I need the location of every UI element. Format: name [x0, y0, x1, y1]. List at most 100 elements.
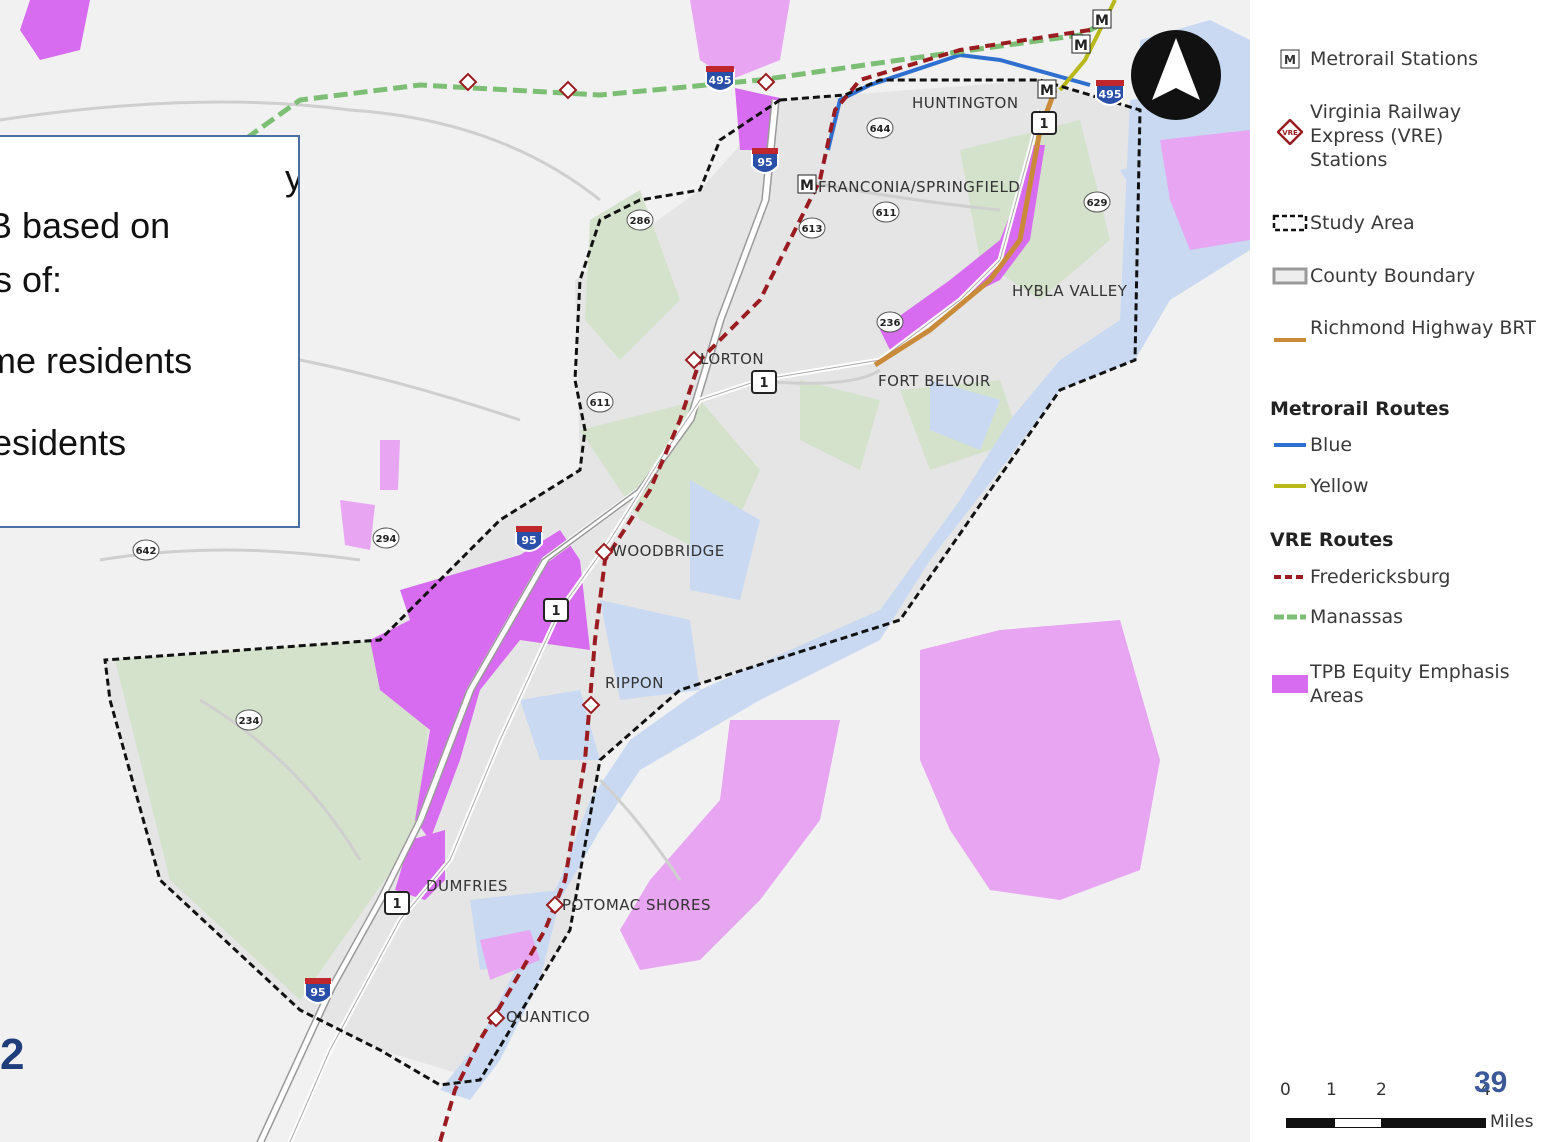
route-611-label-b: 611 [590, 398, 611, 409]
callout-line-5: esidents [0, 422, 127, 463]
metro-station-markers: M M M M [797, 9, 1112, 194]
legend-brt: Richmond Highway BRT [1270, 316, 1547, 352]
route-613-shield: 613 [798, 217, 826, 239]
corner-number: 2 [0, 1030, 25, 1079]
route-236-label: 236 [880, 318, 901, 329]
interstate-shields: 495 495 95 95 95 [304, 66, 1125, 1004]
svg-text:M: M [800, 178, 814, 194]
metro-station-top2: M [1071, 34, 1091, 54]
i95-shield-b-label: 95 [521, 534, 536, 547]
callout-box: y B based on s of: me residents esidents [0, 135, 300, 528]
scale-tick-1: 1 [1326, 1080, 1337, 1100]
callout-line-2: B based on [0, 205, 171, 246]
state-route-shields: 644 286 613 611 611 629 236 294 642 234 [132, 117, 1111, 731]
scale-segment-1 [1286, 1118, 1334, 1128]
i95-shield-b: 95 [515, 526, 543, 552]
route-613-label: 613 [802, 224, 823, 235]
route-611-shield-a: 611 [872, 201, 900, 223]
i495-shield-b: 495 [1095, 80, 1125, 106]
svg-text:M: M [1074, 38, 1088, 54]
label-quantico: QUANTICO [506, 1008, 590, 1026]
route-611-label-a: 611 [876, 208, 897, 219]
legend-blue: Blue [1270, 433, 1352, 457]
i95-shield-a: 95 [751, 148, 779, 174]
scale-segment-3 [1382, 1118, 1486, 1128]
metro-station-franconia: M [797, 174, 817, 194]
label-rippon: RIPPON [605, 674, 664, 692]
legend-fredericksburg: Fredericksburg [1270, 565, 1450, 589]
legend-manassas-label: Manassas [1310, 606, 1404, 628]
i95-shield-c-label: 95 [310, 986, 325, 999]
us1-shield-c-label: 1 [551, 604, 560, 619]
i495-shield-a: 495 [705, 66, 735, 92]
route-236-shield: 236 [876, 311, 904, 333]
vre-station-icon: VRE [1270, 119, 1310, 145]
legend-tpb: TPB Equity Emphasis Areas [1270, 660, 1547, 708]
vre-station-markers [458, 72, 776, 1028]
legend-metro-routes-heading: Metrorail Routes [1270, 398, 1450, 420]
label-fort-belvoir: FORT BELVOIR [878, 372, 991, 390]
route-234-shield: 234 [235, 709, 263, 731]
scale-segment-2 [1334, 1118, 1382, 1128]
map-canvas[interactable]: M M M M 495 495 95 95 95 1 1 1 1 644 286… [0, 0, 1250, 1142]
us1-shield-a: 1 [1031, 111, 1057, 135]
yellow-line-icon [1270, 474, 1310, 498]
manassas-line-icon [1270, 605, 1310, 629]
legend-county-boundary-label: County Boundary [1310, 265, 1476, 287]
legend-county-boundary: County Boundary [1270, 264, 1475, 288]
route-642-shield: 642 [132, 539, 160, 561]
fredericksburg-line-icon [1270, 565, 1310, 589]
route-294-shield: 294 [372, 527, 400, 549]
svg-text:M: M [1095, 13, 1109, 29]
route-629-label: 629 [1087, 198, 1108, 209]
us1-shield-d-label: 1 [392, 897, 401, 912]
legend-vre-routes-heading: VRE Routes [1270, 529, 1394, 551]
callout-line-1: y [285, 157, 298, 199]
label-franconia: FRANCONIA/SPRINGFIELD [818, 178, 1020, 196]
route-286-shield: 286 [626, 209, 654, 231]
svg-text:VRE: VRE [1282, 129, 1298, 137]
route-629-shield: 629 [1083, 191, 1111, 213]
route-642-label: 642 [136, 546, 157, 557]
metro-station-icon: M [1270, 47, 1310, 71]
metro-blue-line [826, 52, 1091, 151]
scale-tick-0: 0 [1280, 1080, 1291, 1100]
scale-bar: 0 1 2 4 Miles [1280, 1076, 1540, 1136]
metro-station-huntington: M [1037, 79, 1057, 99]
scale-unit: Miles [1490, 1112, 1534, 1132]
legend-fredericksburg-label: Fredericksburg [1310, 566, 1451, 588]
us1-shield-b: 1 [751, 370, 777, 394]
us1-shield-c: 1 [543, 598, 569, 622]
callout-line-4: me residents [0, 340, 193, 381]
legend-blue-label: Blue [1310, 434, 1353, 456]
study-area-boundary [103, 78, 1142, 1087]
route-234-label: 234 [239, 716, 260, 727]
place-labels: HUNTINGTON FRANCONIA/SPRINGFIELD HYBLA V… [426, 94, 1127, 1026]
legend-vre-stations-label: Virginia Railway Express (VRE) Stations [1310, 101, 1462, 171]
i95-shield-a-label: 95 [757, 156, 772, 169]
svg-text:M: M [1284, 53, 1296, 67]
parkland [115, 120, 1110, 1000]
i95-shield-c: 95 [304, 978, 332, 1004]
us1-shield-b-label: 1 [759, 376, 768, 391]
us1-shield-a-label: 1 [1039, 117, 1048, 132]
metro-station-top1: M [1092, 9, 1112, 29]
route-644-label: 644 [870, 124, 891, 135]
svg-text:M: M [1040, 83, 1054, 99]
legend-vre-stations: VRE Virginia Railway Express (VRE) Stati… [1270, 100, 1490, 172]
slide-number: 39 [1474, 1066, 1508, 1099]
blue-line-icon [1270, 433, 1310, 457]
label-potomac-shores: POTOMAC SHORES [562, 896, 711, 914]
legend-metro-stations-label: Metrorail Stations [1310, 48, 1479, 70]
map-legend: M Metrorail Stations VRE Virginia Railwa… [1250, 0, 1547, 1142]
study-area-icon [1270, 211, 1310, 235]
route-286-label: 286 [630, 216, 651, 227]
legend-study-area-label: Study Area [1310, 212, 1415, 234]
interstate-95 [256, 99, 779, 1142]
vre-manassas-line [228, 17, 1112, 153]
scale-tick-4: 4 [1480, 1080, 1491, 1100]
brt-line-icon [1270, 328, 1310, 352]
county-boundary-icon [1270, 264, 1310, 288]
label-dumfries: DUMFRIES [426, 877, 508, 895]
legend-manassas: Manassas [1270, 605, 1403, 629]
